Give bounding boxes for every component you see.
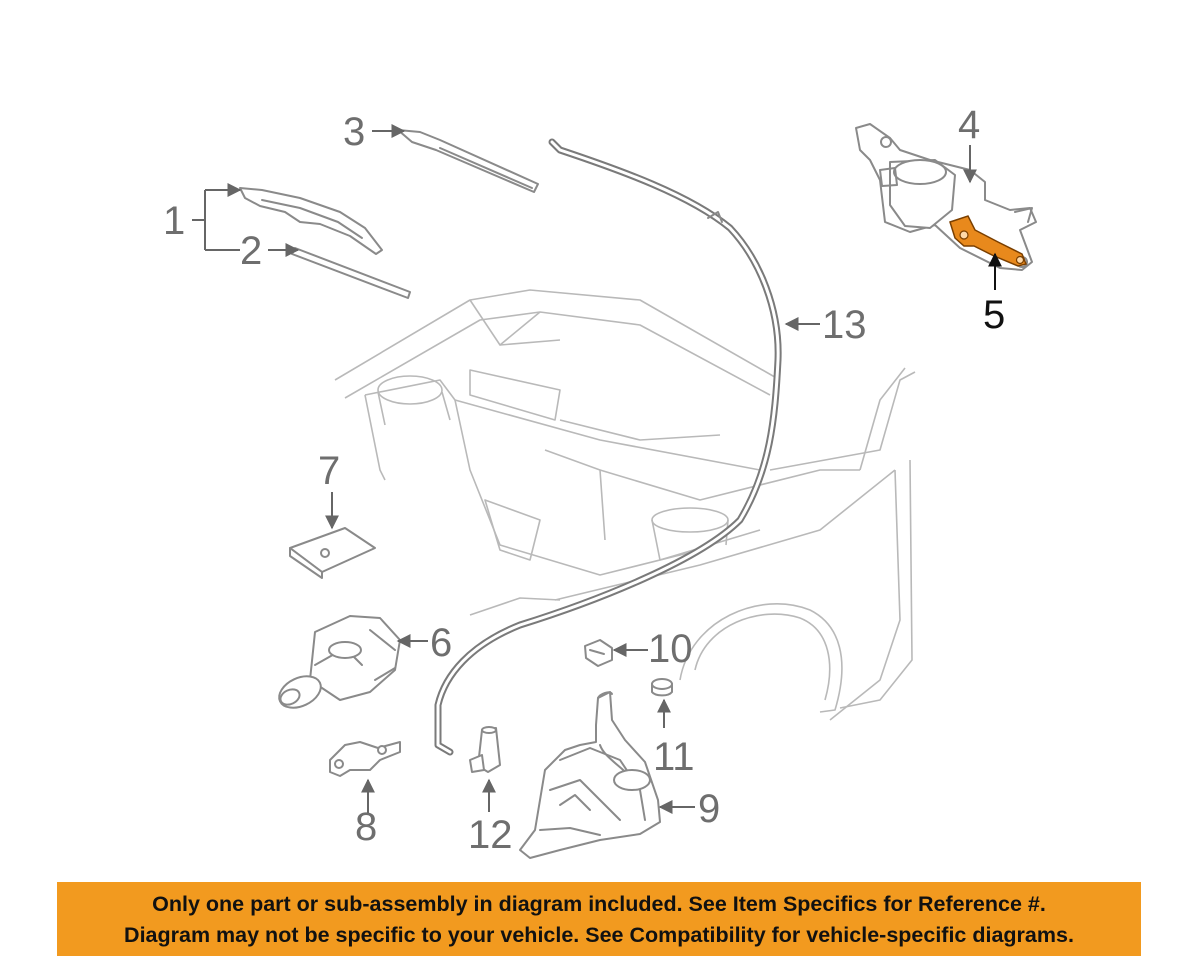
washer-pump-part xyxy=(469,726,501,773)
callout-12: 12 xyxy=(468,813,513,857)
callout-8: 8 xyxy=(355,805,377,849)
disclaimer-banner: Only one part or sub-assembly in diagram… xyxy=(57,882,1141,956)
callout-9: 9 xyxy=(698,787,720,831)
callout-6: 6 xyxy=(430,621,452,665)
callout-10: 10 xyxy=(648,627,693,671)
washer-hose-part xyxy=(434,138,782,756)
wiper-blade-part xyxy=(397,129,539,193)
callout-4: 4 xyxy=(958,103,980,147)
callout-3: 3 xyxy=(343,110,365,154)
callout-5: 5 xyxy=(983,293,1005,337)
callout-11: 11 xyxy=(653,735,695,779)
callout-1: 1 xyxy=(163,199,185,243)
cover-pad-part xyxy=(289,527,376,579)
clip-part xyxy=(584,639,613,667)
callout-2: 2 xyxy=(240,229,262,273)
cap-part xyxy=(651,678,673,697)
callout-7: 7 xyxy=(318,449,340,493)
callout-13: 13 xyxy=(822,303,867,347)
washer-reservoir-part xyxy=(519,691,661,859)
disclaimer-line-2: Diagram may not be specific to your vehi… xyxy=(124,923,1074,947)
callout-1-group: 1 2 xyxy=(163,183,300,273)
bracket-part xyxy=(329,741,401,777)
wiper-motor-part xyxy=(278,615,401,709)
disclaimer-line-1: Only one part or sub-assembly in diagram… xyxy=(152,892,1046,916)
vehicle-body-outline xyxy=(334,289,916,721)
wiper-arm-part xyxy=(239,187,411,299)
parts-diagram: 1 2 3 4 5 13 7 xyxy=(163,103,1037,859)
highlighted-part-5 xyxy=(949,215,1028,267)
